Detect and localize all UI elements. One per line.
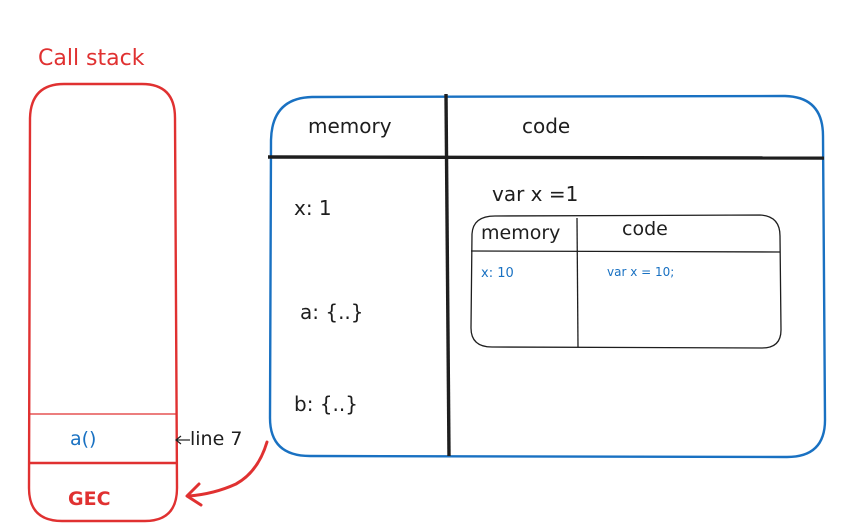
- function-code-line: var x = 10;: [607, 265, 675, 279]
- function-context-header-line: [470, 250, 781, 253]
- return-arrow: [187, 440, 269, 498]
- stack-frame-a: a(): [70, 428, 97, 450]
- global-context-column-divider: [444, 93, 451, 457]
- function-memory-item-x: x: 10: [481, 266, 514, 281]
- global-code-header: code: [522, 114, 571, 138]
- call-stack-title: Call stack: [38, 46, 145, 71]
- global-code-line: var x =1: [492, 182, 579, 206]
- global-memory-item-b: b: {..}: [294, 392, 358, 416]
- global-memory-header: memory: [308, 114, 392, 138]
- function-context-column-divider: [576, 217, 579, 348]
- global-memory-item-a: a: {..}: [300, 300, 364, 324]
- call-stack-container: [27, 82, 179, 523]
- line-pointer-arrowhead: [175, 435, 182, 445]
- global-context-header-line: [267, 155, 825, 160]
- global-context-box: [268, 94, 827, 459]
- function-memory-header: memory: [481, 222, 561, 244]
- function-context-box: [470, 214, 782, 349]
- line-pointer-label: line 7: [190, 428, 243, 450]
- global-memory-item-x: x: 1: [294, 196, 332, 220]
- stack-frame-gec: GEC: [68, 488, 111, 510]
- function-code-header: code: [622, 218, 668, 240]
- return-arrow-head: [185, 482, 203, 507]
